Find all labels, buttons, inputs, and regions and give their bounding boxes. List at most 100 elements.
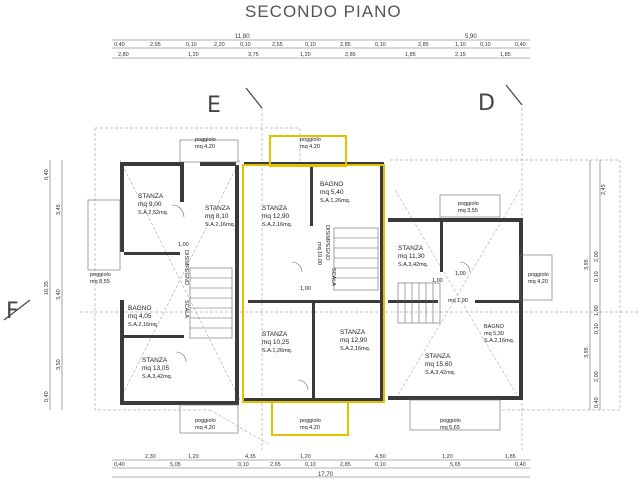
dim-label: 0,10 <box>186 42 197 48</box>
balconies <box>87 139 553 434</box>
room-area: mq 10,25 <box>262 339 289 346</box>
bottom-dimensions: 2,30 1,20 4,35 1,20 4,50 1,20 1,85 0,40 … <box>112 454 530 478</box>
room-sa: S.A.2,16mq. <box>262 222 293 228</box>
room-area: mq 4,20 <box>300 425 320 431</box>
dim-label: 1,20 <box>300 52 311 58</box>
dim-label: 2,95 <box>150 42 161 48</box>
right-dimensions: 2,45 3,95 2,00 0,10 1,90 0,10 3,95 2,00 … <box>584 160 607 410</box>
dim-label: 0,40 <box>44 391 50 402</box>
room-name: STANZA <box>262 205 288 212</box>
dim-label: 1,85 <box>505 454 516 460</box>
plan-title: SECONDO PIANO <box>245 2 402 21</box>
room-area: mq 12,90 <box>262 213 289 220</box>
dim-label: 2,85 <box>340 42 351 48</box>
dim-label: 1,20 <box>188 52 199 58</box>
dim-label: 2,00 <box>594 251 600 262</box>
room-name: STANZA <box>340 329 366 336</box>
dim-label: 10,35 <box>44 281 50 295</box>
dim-label: 4,35 <box>245 454 256 460</box>
room-name: BAGNO <box>484 324 505 330</box>
room-name: BAGNO <box>320 181 343 188</box>
door-width: 1,00 <box>300 286 311 292</box>
dim-label: 1,90 <box>594 305 600 316</box>
dim-label: 2,85 <box>418 42 429 48</box>
room-sa: S.A.2,16mq. <box>340 346 371 352</box>
door-swings <box>171 204 471 391</box>
dim-label: 0,40 <box>44 169 50 180</box>
room-area: mq 13,05 <box>142 365 169 372</box>
room-area: mq 9,00 <box>138 201 162 208</box>
dim-label: 2,30 <box>145 454 156 460</box>
dim-label: 3,75 <box>248 52 259 58</box>
room-sa: S.A.2,16mq. <box>484 338 515 344</box>
dim-top-total-right: 5,90 <box>465 34 477 40</box>
dim-label: 2,85 <box>340 462 351 468</box>
room-name: STANZA <box>138 193 164 200</box>
label-scala: SCALA <box>183 300 189 318</box>
dim-label: 3,95 <box>584 347 590 358</box>
dim-label: 0,40 <box>515 42 526 48</box>
dim-label: 3,40 <box>56 289 62 300</box>
staircase-middle <box>333 227 379 291</box>
left-dimensions: 0,40 3,45 10,35 3,40 3,50 0,40 <box>44 160 63 410</box>
dim-label: 0,40 <box>114 462 125 468</box>
room-name: BAGNO <box>128 305 151 312</box>
door-width: 1,00 <box>432 278 443 284</box>
room-name: poggiolo <box>458 201 479 207</box>
dim-label: 1,10 <box>455 42 466 48</box>
room-area: mq 8,10 <box>205 213 229 220</box>
room-area: mq 1,90 <box>448 298 468 304</box>
section-marks: E D F <box>3 84 523 324</box>
room-name: STANZA <box>398 245 424 252</box>
dim-label: 3,50 <box>56 359 62 370</box>
dim-label: 1,20 <box>300 454 311 460</box>
room-area: mq 8,55 <box>90 279 110 285</box>
dim-label: 3,45 <box>56 204 62 215</box>
top-dimensions: 11,80 5,90 0,40 2,95 0,10 2,20 0,10 2,55… <box>112 34 530 59</box>
dim-label: 2,55 <box>272 42 283 48</box>
dim-label: 2,85 <box>345 52 356 58</box>
vertical-labels: DISIMPEGNO SCALA DISIMPEGNO SCALA mq 10,… <box>178 225 466 318</box>
room-sa: S.A.3,42mq. <box>425 370 456 376</box>
section-mark-d: D <box>478 91 495 116</box>
label-disimpegno: DISIMPEGNO <box>324 225 330 261</box>
dim-label: 2,45 <box>601 184 607 195</box>
section-mark-e: E <box>207 93 221 118</box>
room-area: mq 5,30 <box>484 331 504 337</box>
dim-label: 3,95 <box>584 259 590 270</box>
room-name: poggiolo <box>528 272 549 278</box>
dim-label: 0,10 <box>375 462 386 468</box>
room-labels: STANZA mq 9,00 S.A.2,52mq. STANZA mq 8,1… <box>90 137 549 431</box>
dim-label: 4,50 <box>375 454 386 460</box>
dim-label: 1,20 <box>442 454 453 460</box>
label-scala: SCALA <box>330 268 336 286</box>
room-name: poggiolo <box>300 418 321 424</box>
dim-label: 0,10 <box>240 42 251 48</box>
dim-label: 0,40 <box>515 462 526 468</box>
dim-label: 0,10 <box>305 462 316 468</box>
room-sa: S.A.3,42mq. <box>142 374 173 380</box>
room-name: poggiolo <box>440 418 461 424</box>
room-area: mq 3,55 <box>458 208 478 214</box>
dim-label: 2,80 <box>118 52 129 58</box>
highlighted-balcony-bottom <box>271 401 349 436</box>
room-name: STANZA <box>142 357 168 364</box>
room-name: poggiolo <box>195 137 216 143</box>
dim-label: 2,00 <box>594 371 600 382</box>
staircase-left <box>189 267 233 339</box>
room-name: poggiolo <box>300 137 321 143</box>
dim-label: 5,65 <box>450 462 461 468</box>
room-area: mq 15,60 <box>425 361 452 368</box>
dim-label: 2,20 <box>214 42 225 48</box>
dim-label: 5,05 <box>170 462 181 468</box>
room-sa: S.A.1,26mq. <box>320 198 351 204</box>
room-area: mq 5,40 <box>320 189 344 196</box>
room-area: mq 11,30 <box>398 253 425 260</box>
room-sa: S.A.2,16mq. <box>205 222 236 228</box>
dim-label: 0,10 <box>238 462 249 468</box>
room-sa: S.A.3,42mq. <box>398 262 429 268</box>
dim-label: 1,20 <box>188 454 199 460</box>
room-name: STANZA <box>262 331 288 338</box>
dim-label: 0,10 <box>480 42 491 48</box>
dim-label: 0,10 <box>375 42 386 48</box>
